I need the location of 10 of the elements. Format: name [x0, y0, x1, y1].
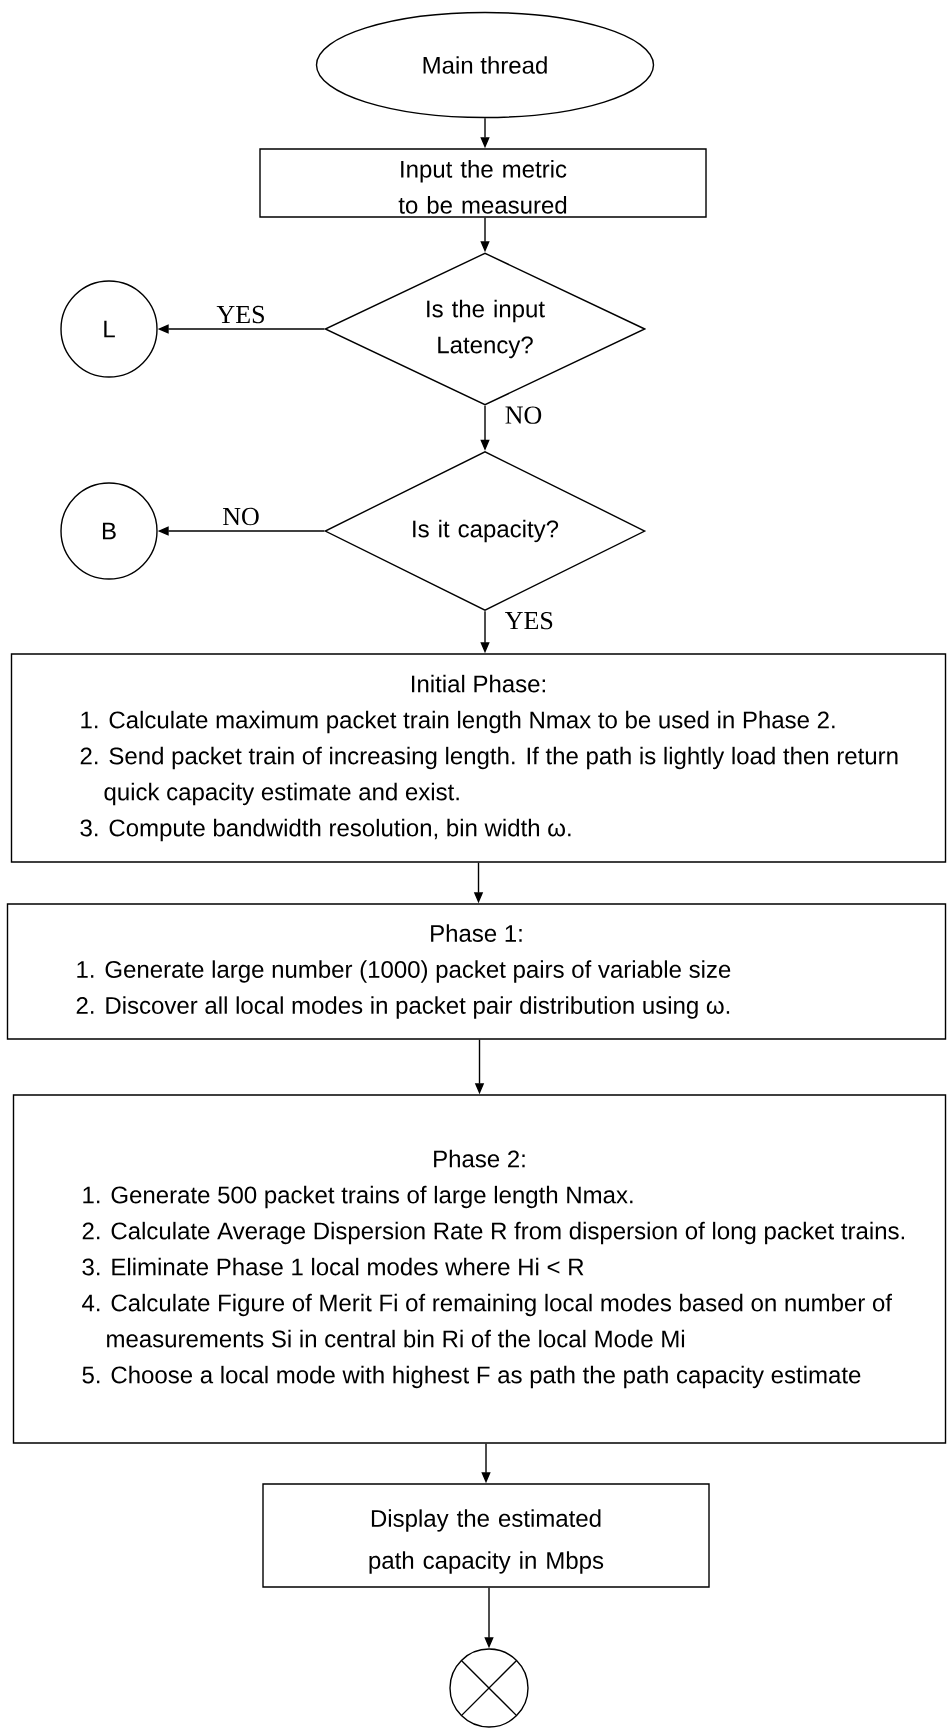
- edge-label: NO: [221, 506, 261, 527]
- process-box: Initial Phase: 1. Calculate maximum packet train length Nmax to be used in Phase 2. 2. Send packet train of increasing length. If the path is lightly load then return quick capacity estimate and exist. 3. Compute bandwidth resolution, bin width ω.: [10, 653, 947, 863]
- end-symbol: [449, 1648, 529, 1728]
- process-box: Phase 1: 1. Generate large number (1000) packet pairs of variable size 2. Discover all local modes in packet pair distribution using ω.: [6, 903, 947, 1040]
- process-box: Input the metric to be measured: [259, 148, 707, 218]
- process-box: Display the estimated path capacity in Mbps: [262, 1483, 710, 1588]
- edge-label: YES: [215, 304, 267, 325]
- edge-label: NO: [503, 405, 544, 425]
- process-box: Phase 2: 1. Generate 500 packet trains of large length Nmax. 2. Calculate Average Dispersion Rate R from dispersion of long packet trains. 3. Eliminate Phase 1 local modes where Hi < R 4. Calculate Figure of Merit Fi of remaining local modes based on number of measurements Si in central bin Ri of the local Mode Mi 5. Choose a local mode with highest F as path the path capacity estimate: [12, 1094, 947, 1444]
- edge-label: YES: [503, 610, 555, 631]
